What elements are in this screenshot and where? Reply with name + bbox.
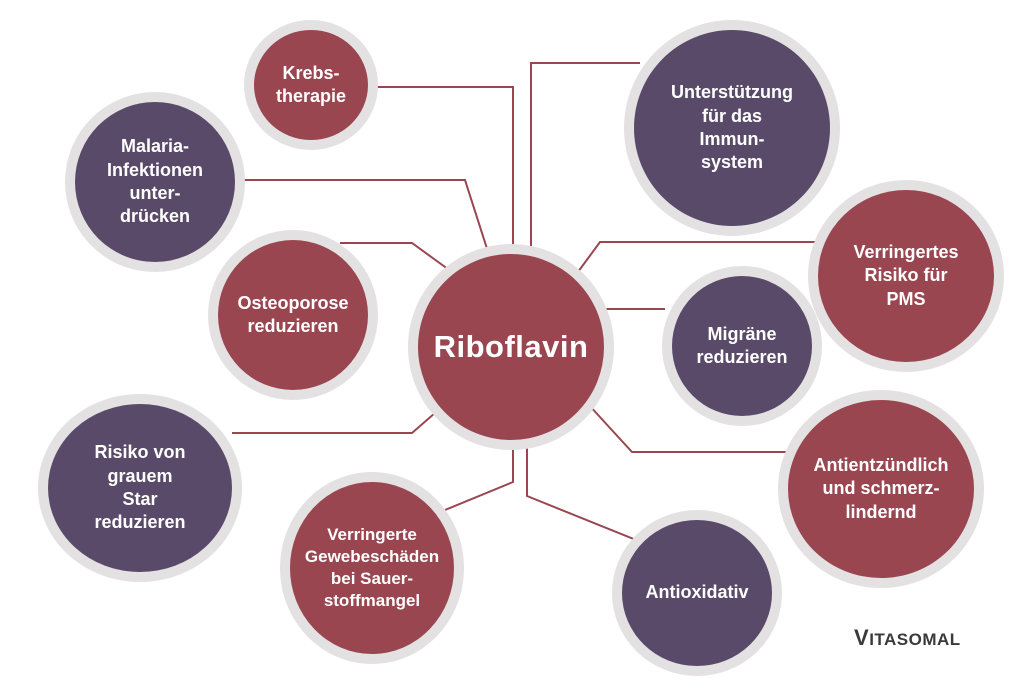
bubble-label: Antioxidativ: [645, 582, 749, 603]
bubble-krebstherapie: Krebs- therapie: [254, 30, 368, 140]
bubble-label: Unterstützung für das Immun- system: [671, 82, 793, 173]
bubble-antientzuendlich: Antientzündlich und schmerz- lindernd: [788, 400, 974, 578]
connector-pms: [574, 241, 820, 277]
connector-osteoporose: [340, 242, 453, 273]
bubble-label: Risiko von grauem Star reduzieren: [94, 442, 186, 533]
vitasomal-logo: VITASOMAL: [854, 625, 961, 650]
bubble-migraene: Migräne reduzieren: [672, 276, 812, 416]
bubble-immunsystem: Unterstützung für das Immun- system: [634, 30, 830, 226]
bubble-label: Krebs- therapie: [275, 62, 347, 106]
bubble-label: Verringerte Gewebeschäden bei Sauer- sto…: [304, 524, 440, 611]
bubble-grauer-star: Risiko von grauem Star reduzieren: [48, 404, 232, 572]
connector-krebstherapie: [360, 86, 514, 248]
connector-gewebeschaeden: [444, 438, 514, 511]
connector-grauer-star: [232, 405, 444, 434]
bubble-antioxidativ: Antioxidativ: [622, 520, 772, 666]
bubble-label: Migräne reduzieren: [696, 323, 788, 367]
connector-antientzuendlich: [587, 403, 790, 453]
connector-immunsystem: [530, 62, 640, 248]
bubble-label: Verringertes Risiko für PMS: [853, 241, 959, 309]
bubble-gewebeschaeden: Verringerte Gewebeschäden bei Sauer- sto…: [290, 482, 454, 654]
bubble-pms: Verringertes Risiko für PMS: [818, 190, 994, 362]
bubble-label: Malaria- Infektionen unter- drücken: [106, 136, 203, 227]
riboflavin-center-circle: Riboflavin: [418, 254, 604, 440]
bubble-osteoporose: Osteoporose reduzieren: [218, 240, 368, 390]
center-label: Riboflavin: [433, 328, 589, 364]
bubble-label: Osteoporose reduzieren: [237, 292, 349, 336]
connector-antioxidativ: [526, 432, 637, 541]
connector-malaria: [232, 179, 491, 259]
bubble-malaria: Malaria- Infektionen unter- drücken: [75, 102, 235, 262]
bubble-label: Antientzündlich und schmerz- lindernd: [813, 454, 949, 522]
